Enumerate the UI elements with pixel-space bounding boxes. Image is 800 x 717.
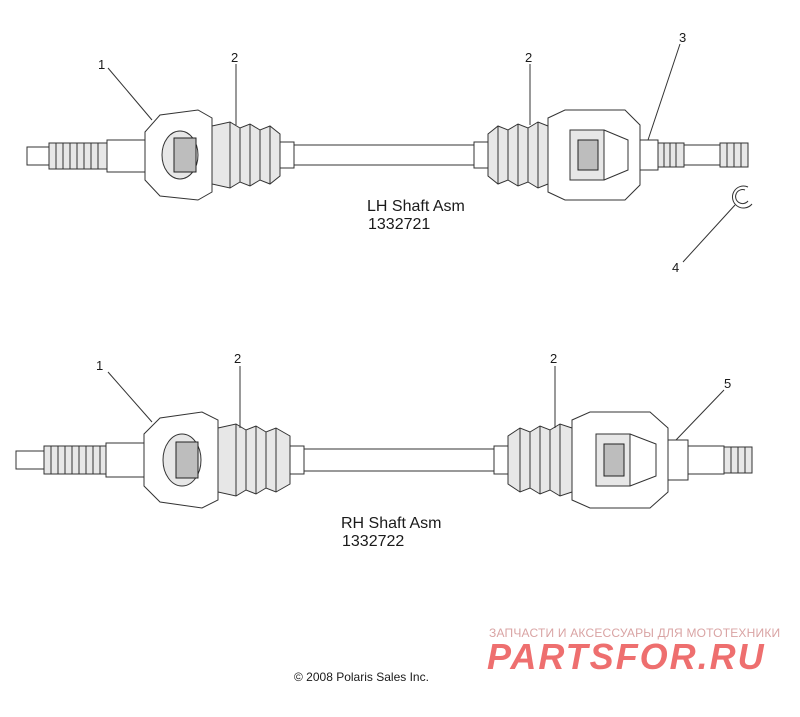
lh-callout-3: 3	[679, 30, 686, 45]
rh-callout-5: 5	[724, 376, 731, 391]
lh-callout-1: 1	[98, 57, 105, 72]
rh-inner-stub	[15, 450, 45, 470]
lh-center-shaft	[293, 144, 475, 166]
lh-inner-stub	[26, 146, 50, 166]
rh-assembly-part-number: 1332722	[342, 533, 404, 550]
lh-callout-4: 4	[672, 260, 679, 275]
lh-assembly-part-number: 1332721	[368, 216, 430, 233]
lh-callout-2b: 2	[525, 50, 532, 65]
lh-inner-neck	[106, 139, 146, 173]
rh-inner-boot	[217, 423, 291, 497]
rh-inner-neck	[105, 442, 145, 478]
rh-center-shaft	[303, 448, 495, 472]
watermark-logo: PARTSFOR.RU	[487, 636, 766, 677]
rh-callout-2a: 2	[234, 351, 241, 366]
lh-shaft-drawing	[26, 43, 753, 263]
lh-assembly-title: LH Shaft Asm	[367, 198, 465, 215]
rh-callout-2b: 2	[550, 351, 557, 366]
circlip-icon	[731, 185, 753, 209]
rh-callout-1: 1	[96, 358, 103, 373]
rh-shaft-drawing	[15, 366, 753, 509]
rh-inner-spline	[43, 445, 107, 475]
rh-assembly-title: RH Shaft Asm	[341, 515, 441, 532]
lh-inner-spline	[48, 142, 108, 170]
copyright-text: © 2008 Polaris Sales Inc.	[294, 670, 429, 684]
watermark-tagline: ЗАПЧАСТИ И АКСЕССУАРЫ ДЛЯ МОТОТЕХНИКИ	[489, 626, 780, 640]
lh-callout-2a: 2	[231, 50, 238, 65]
lh-inner-boot	[211, 121, 281, 189]
